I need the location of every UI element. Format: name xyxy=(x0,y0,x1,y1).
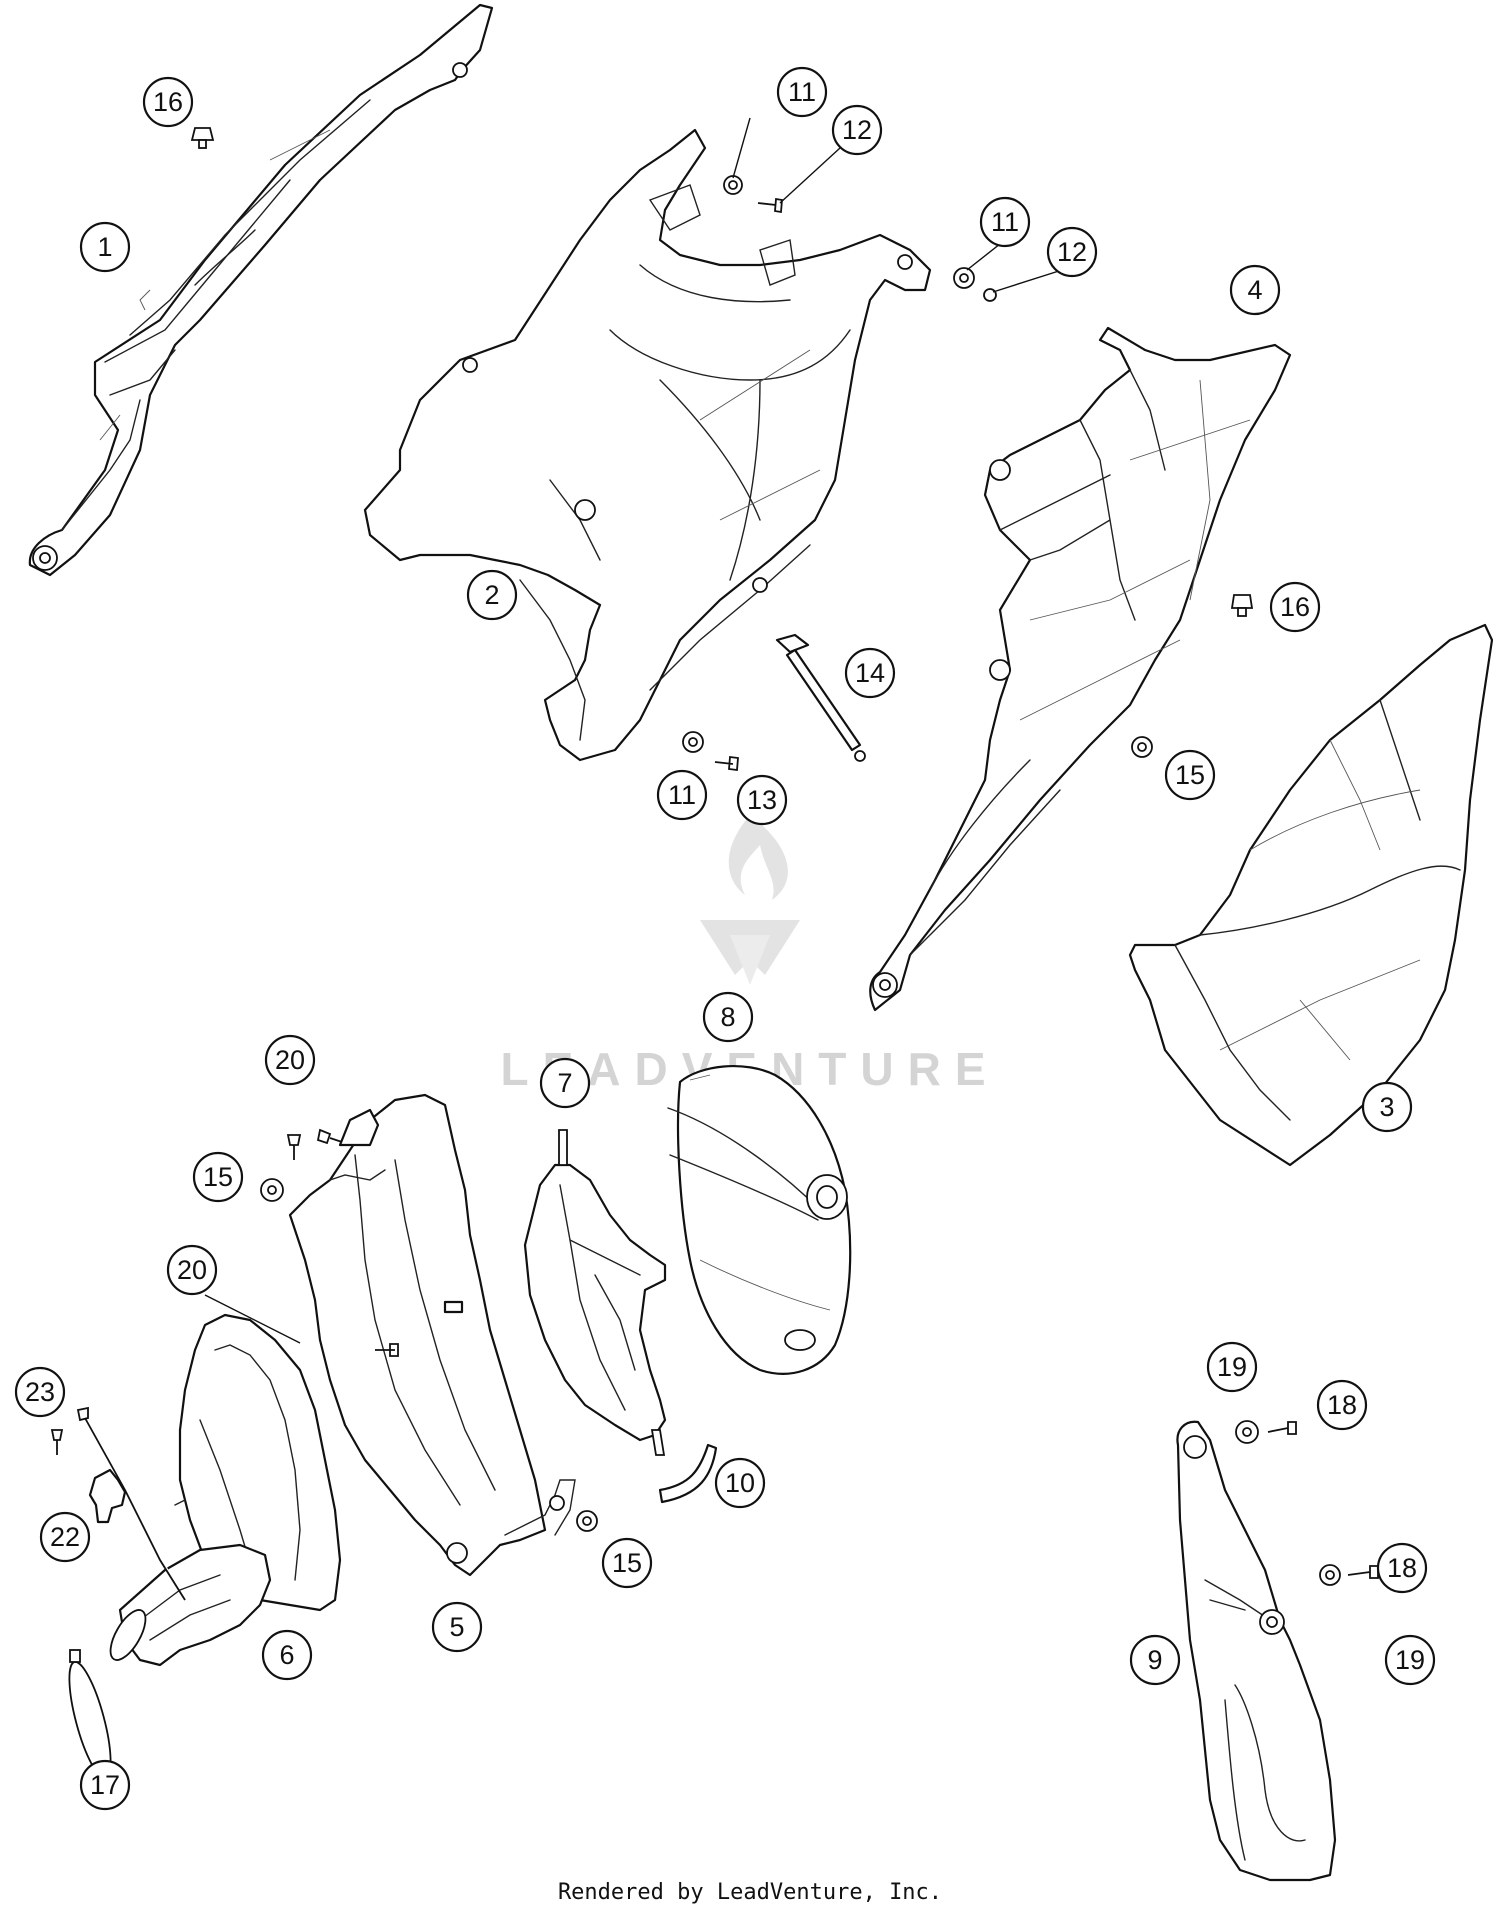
callout-5: 5 xyxy=(431,1601,483,1653)
svg-text:13: 13 xyxy=(747,785,777,815)
callout-18-bottom: 18 xyxy=(1376,1542,1428,1594)
callout-13: 13 xyxy=(736,774,788,826)
svg-text:11: 11 xyxy=(788,77,816,107)
svg-text:19: 19 xyxy=(1395,1645,1425,1675)
part-7-filter-support xyxy=(523,1129,667,1456)
svg-text:15: 15 xyxy=(1175,760,1205,790)
part-9-side-guard xyxy=(1176,1420,1337,1882)
callout-11-bottom: 11 xyxy=(656,769,708,821)
hardware-items xyxy=(50,127,1379,1601)
svg-text:12: 12 xyxy=(842,115,872,145)
part-1-left-rear-trim xyxy=(28,3,494,577)
svg-text:12: 12 xyxy=(1057,237,1087,267)
callout-15-right: 15 xyxy=(1164,749,1216,801)
svg-text:7: 7 xyxy=(557,1068,572,1098)
callout-14: 14 xyxy=(844,647,896,699)
svg-text:18: 18 xyxy=(1327,1390,1357,1420)
callout-19-top: 19 xyxy=(1206,1341,1258,1393)
part-10-clip xyxy=(658,1443,718,1504)
part-3-side-number-plate xyxy=(1128,623,1494,1167)
svg-text:14: 14 xyxy=(855,658,885,688)
svg-text:2: 2 xyxy=(484,580,499,610)
svg-text:9: 9 xyxy=(1147,1645,1162,1675)
part-14-quick-release xyxy=(775,633,866,762)
svg-text:15: 15 xyxy=(203,1162,233,1192)
svg-text:6: 6 xyxy=(279,1640,294,1670)
svg-text:4: 4 xyxy=(1247,275,1262,305)
svg-text:8: 8 xyxy=(720,1002,735,1032)
svg-text:20: 20 xyxy=(275,1045,305,1075)
part-8-air-filter-element xyxy=(667,1065,852,1375)
callout-10: 10 xyxy=(714,1457,766,1509)
callout-19-bottom: 19 xyxy=(1384,1634,1436,1686)
callout-16-top: 16 xyxy=(142,76,194,128)
callout-23: 23 xyxy=(14,1366,66,1418)
part-22-sensor xyxy=(88,1468,127,1524)
svg-text:18: 18 xyxy=(1387,1553,1417,1583)
svg-text:20: 20 xyxy=(177,1255,207,1285)
callout-11-top: 11 xyxy=(776,66,828,118)
svg-text:11: 11 xyxy=(991,207,1019,237)
callout-12-top: 12 xyxy=(831,104,883,156)
svg-text:11: 11 xyxy=(668,780,696,810)
svg-text:22: 22 xyxy=(50,1522,80,1552)
part-5-air-filter-cage xyxy=(288,1093,576,1577)
svg-text:3: 3 xyxy=(1379,1092,1394,1122)
callout-18-top: 18 xyxy=(1316,1379,1368,1431)
svg-text:19: 19 xyxy=(1217,1352,1247,1382)
svg-text:23: 23 xyxy=(25,1377,55,1407)
callout-20-middle: 20 xyxy=(166,1244,218,1296)
part-4-right-side-cover xyxy=(869,326,1292,1012)
callout-15-left: 15 xyxy=(192,1151,244,1203)
callout-3: 3 xyxy=(1361,1081,1413,1133)
callout-1: 1 xyxy=(79,221,131,273)
svg-text:17: 17 xyxy=(90,1770,120,1800)
footer-credit: Rendered by LeadVenture, Inc. xyxy=(557,1880,943,1905)
callout-7: 7 xyxy=(539,1057,591,1109)
svg-text:16: 16 xyxy=(1280,592,1310,622)
callout-16-right: 16 xyxy=(1269,581,1321,633)
callout-6: 6 xyxy=(261,1629,313,1681)
watermark-logo xyxy=(700,815,800,985)
callout-4: 4 xyxy=(1229,264,1281,316)
svg-text:15: 15 xyxy=(612,1548,642,1578)
callout-22: 22 xyxy=(39,1511,91,1563)
callout-15-bottom: 15 xyxy=(601,1537,653,1589)
svg-text:16: 16 xyxy=(153,87,183,117)
svg-text:1: 1 xyxy=(97,232,112,262)
svg-text:5: 5 xyxy=(449,1612,464,1642)
part-6-air-filter-box xyxy=(109,1313,342,1667)
callout-17: 17 xyxy=(79,1759,131,1811)
svg-text:10: 10 xyxy=(725,1468,755,1498)
callout-12-right: 12 xyxy=(1046,226,1098,278)
part-2-airbox-frame-cover xyxy=(363,128,932,762)
callout-9: 9 xyxy=(1129,1634,1181,1686)
callout-11-right: 11 xyxy=(979,196,1031,248)
callout-20-top: 20 xyxy=(264,1034,316,1086)
callout-8: 8 xyxy=(702,991,754,1043)
callout-2: 2 xyxy=(466,569,518,621)
